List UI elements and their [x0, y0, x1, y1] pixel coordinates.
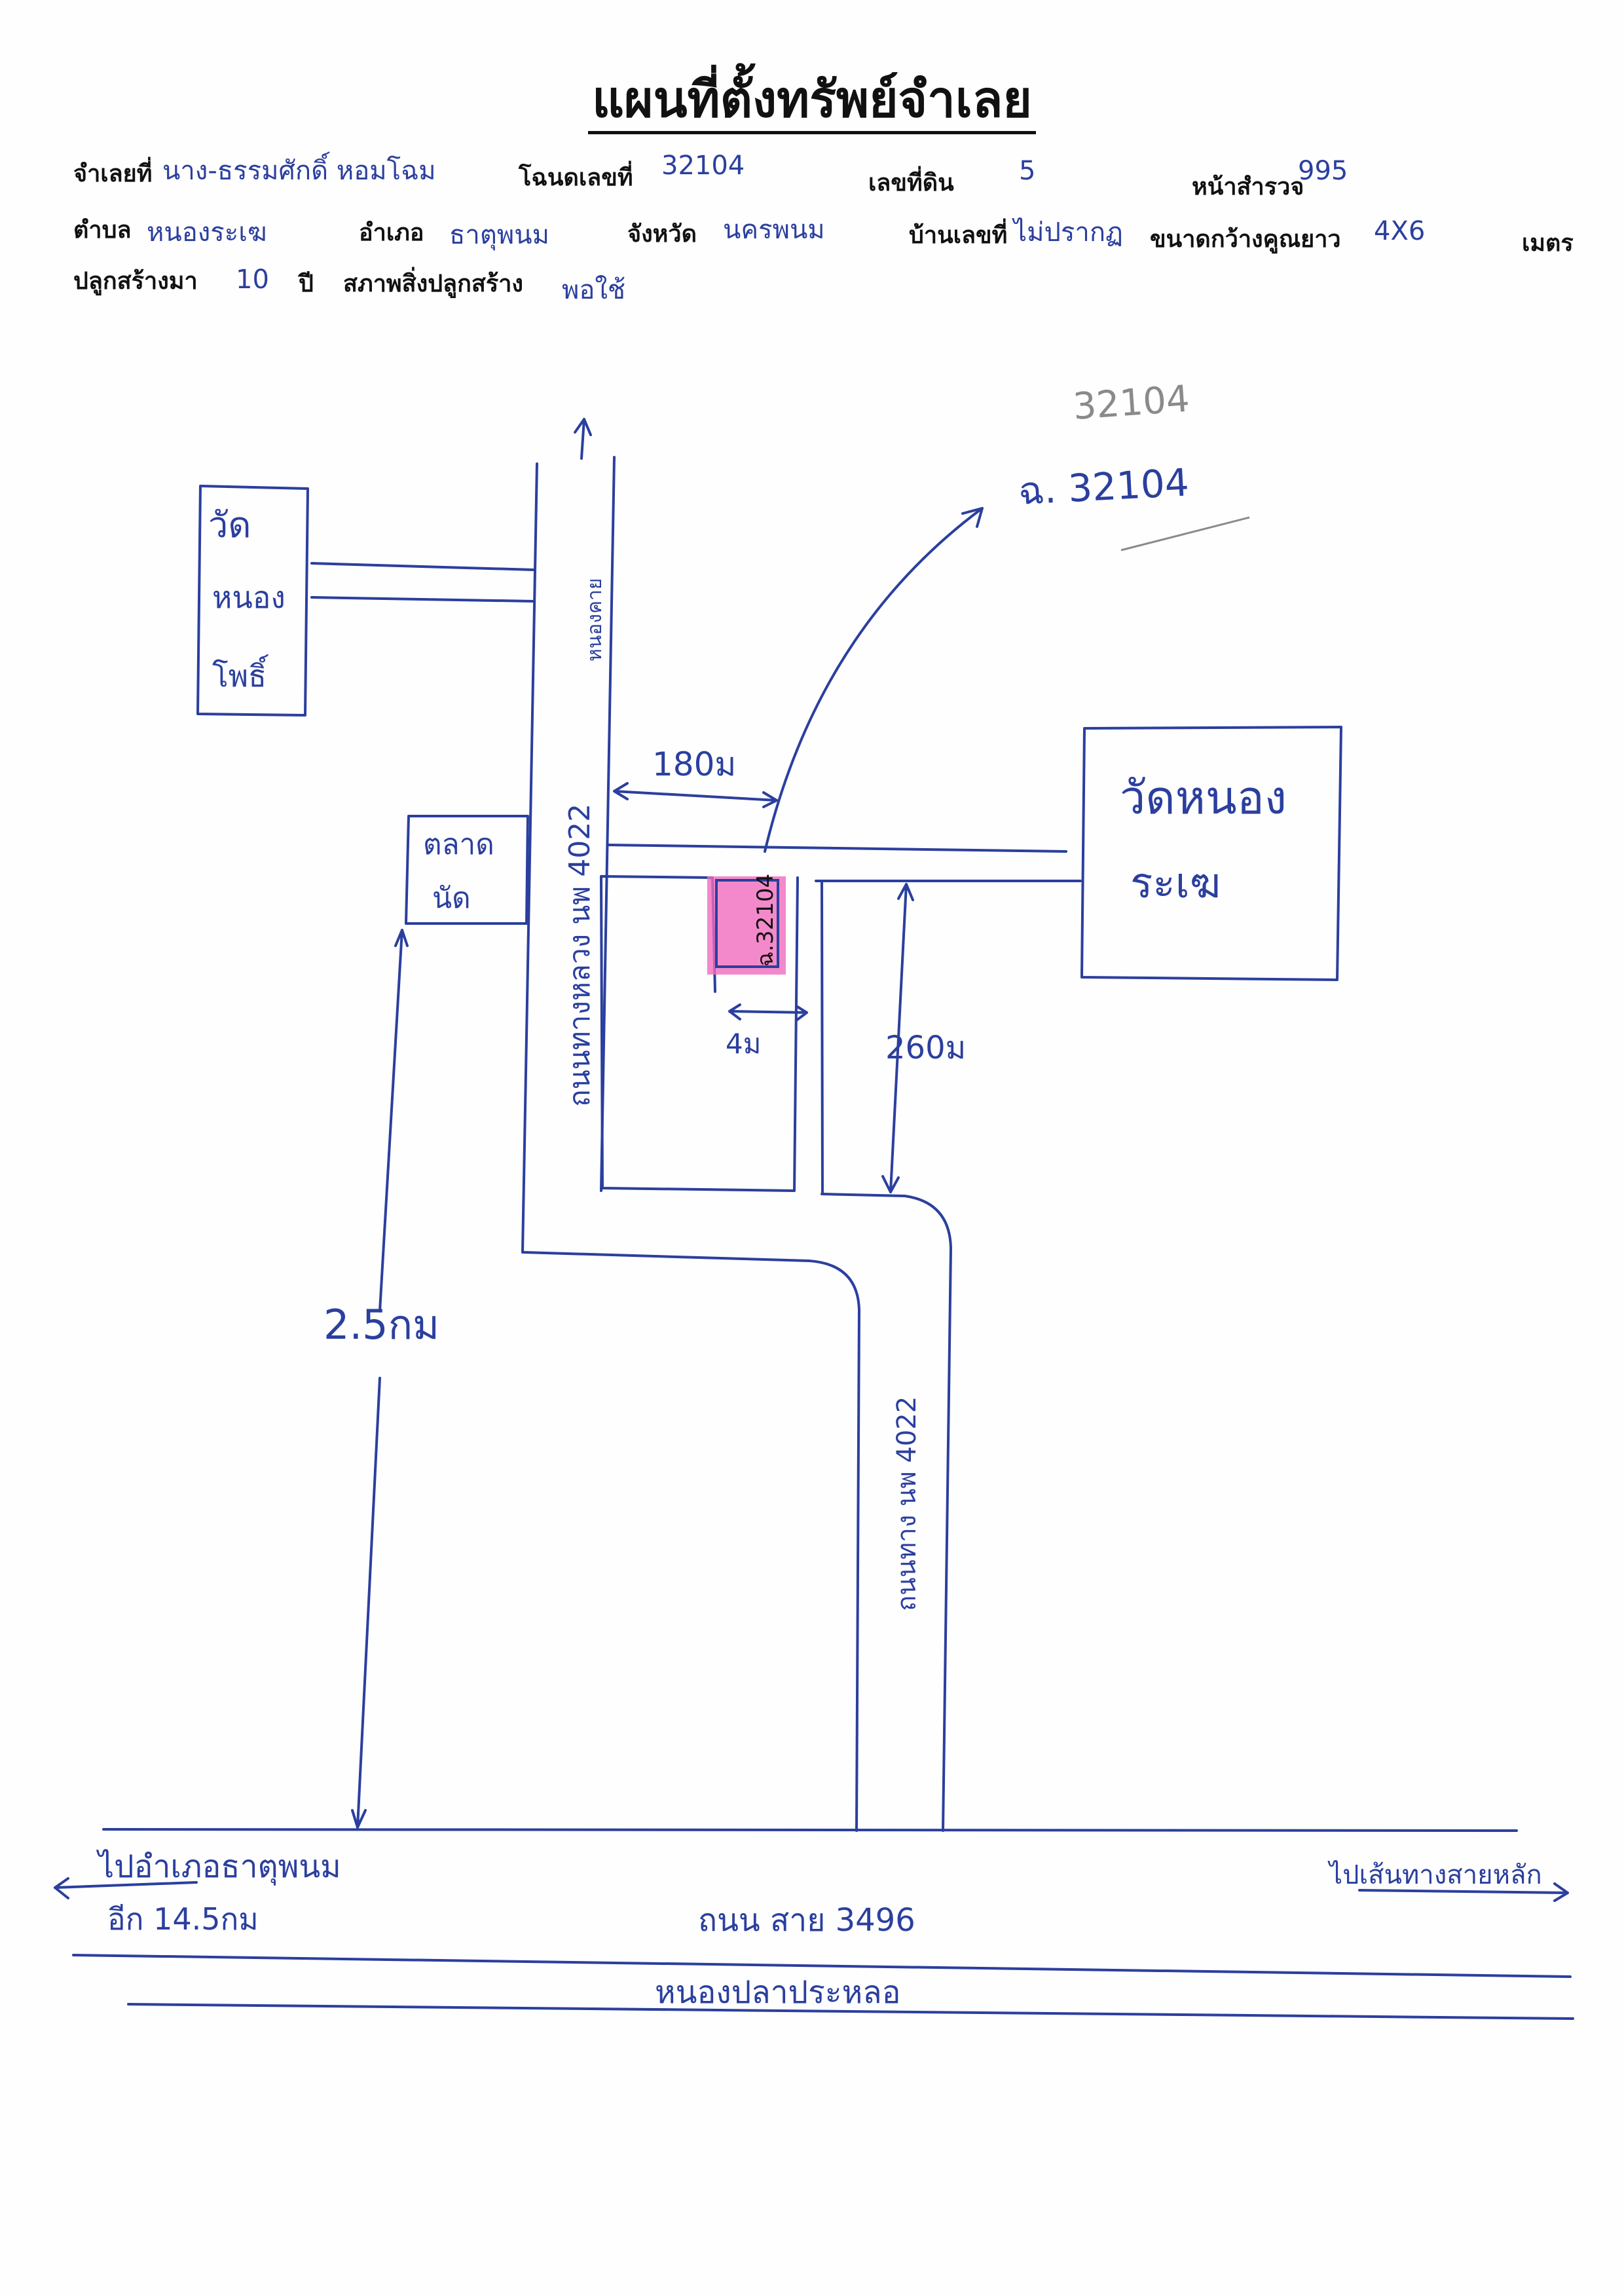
bottom-road-label: หนองปลาประหลอ: [655, 1974, 900, 2011]
size-value: 4X6: [1374, 216, 1426, 246]
province-value: นครพนม: [723, 215, 825, 245]
left-direction-arrow: [54, 1877, 198, 1899]
bottom-road-line: [127, 2003, 1574, 2020]
survey-page-value: 995: [1298, 156, 1348, 186]
house-no-value: ไม่ปรากฏ: [1014, 217, 1123, 248]
temple-1-line-1: วัด: [208, 504, 251, 546]
defendant-label: จำเลยที่: [73, 160, 153, 187]
lot-highlight: [707, 876, 786, 975]
dim-lot-arrow: [728, 1003, 808, 1022]
size-label: ขนาดกว้างคูณยาว: [1150, 225, 1341, 253]
north-arrow: [574, 418, 592, 460]
built-label: ปลูกสร้างมา: [73, 267, 198, 295]
deed-value: 32104: [661, 151, 745, 181]
pencil-underline: [1120, 516, 1250, 551]
land-no-value: 5: [1019, 156, 1036, 186]
temple-1-road-b: [310, 596, 535, 603]
temple-1-line-2: หนอง: [212, 580, 286, 615]
deed-pencil: 32104: [1071, 378, 1190, 428]
market-box: [405, 815, 529, 925]
house-no-label: บ้านเลขที่: [909, 221, 1008, 249]
market-line-2: นัด: [432, 882, 471, 915]
deed-pointer-label: ฉ. 32104: [1017, 460, 1190, 513]
temple-1-box: [196, 485, 309, 717]
road-left-west-edge: [521, 462, 538, 1254]
road-connector-bottom-edge: [821, 1193, 952, 1832]
temple-2-line-2: ระเฆ: [1130, 859, 1221, 908]
main-road-top: [102, 1828, 1518, 1832]
built-value: 10: [236, 265, 269, 295]
lot-outline: [715, 879, 779, 968]
side-road-2: [606, 844, 1067, 853]
road-connector-top-edge: [523, 1251, 860, 1832]
lot-width-label: 4ม: [726, 1028, 761, 1060]
temple-1-road-a: [310, 562, 535, 571]
road-north-label: หนองคาย: [583, 578, 606, 662]
deed-label: โฉนดเลขที่: [519, 164, 633, 191]
left-direction-label: ไปอำเภอธาตุพนม: [96, 1848, 341, 1886]
right-direction-label: ไปเส้นทางสายหลัก: [1327, 1860, 1542, 1890]
road-right-label: ถนนทาง นพ 4022: [892, 1396, 922, 1611]
district-label: อำเภอ: [359, 219, 424, 246]
dist-long-label: 2.5กม: [323, 1301, 439, 1349]
district-value: ธาตุพนม: [449, 220, 549, 250]
condition-value: พอใช้: [562, 275, 626, 305]
main-road-label: ถนน สาย 3496: [698, 1902, 915, 1939]
temple-2-line-1: วัดหนอง: [1120, 771, 1287, 825]
temple-1-line-3: โพธิ์: [212, 654, 269, 694]
left-distance-label: อีก 14.5กม: [107, 1901, 259, 1937]
subdistrict-label: ตำบล: [73, 216, 132, 244]
dim-right-arrow: [881, 883, 914, 1193]
main-road-bottom: [72, 1954, 1572, 1978]
land-no-label: เลขที่ดิน: [868, 169, 954, 196]
market-line-1: ตลาด: [423, 828, 494, 861]
temple-2-box: [1080, 726, 1342, 981]
road-left-east-edge: [600, 456, 616, 1192]
dist-right-label: 260ม: [885, 1030, 966, 1066]
survey-page-label: หน้าสำรวจ: [1192, 173, 1304, 200]
size-unit: เมตร: [1522, 229, 1574, 257]
lot-label: ฉ.32104: [752, 874, 779, 967]
built-unit: ปี: [299, 270, 314, 297]
right-direction-arrow: [1358, 1882, 1569, 1902]
province-label: จังหวัด: [627, 220, 697, 248]
dist-top-label: 180ม: [652, 745, 736, 783]
deed-pointer-curve: [764, 507, 984, 853]
defendant-value: นาง-ธรรมศักดิ์ หอมโฉม: [162, 156, 436, 186]
condition-label: สภาพสิ่งปลูกสร้าง: [343, 270, 524, 297]
road-left-label: ถนนทางหลวง นพ 4022: [563, 804, 597, 1107]
subdistrict-value: หนองระเฆ: [147, 217, 267, 248]
dim-top-arrow: [613, 782, 778, 808]
page-title: แผนที่ตั้งทรัพย์จำเลย: [0, 60, 1624, 139]
dim-long-arrow: [351, 929, 409, 1829]
